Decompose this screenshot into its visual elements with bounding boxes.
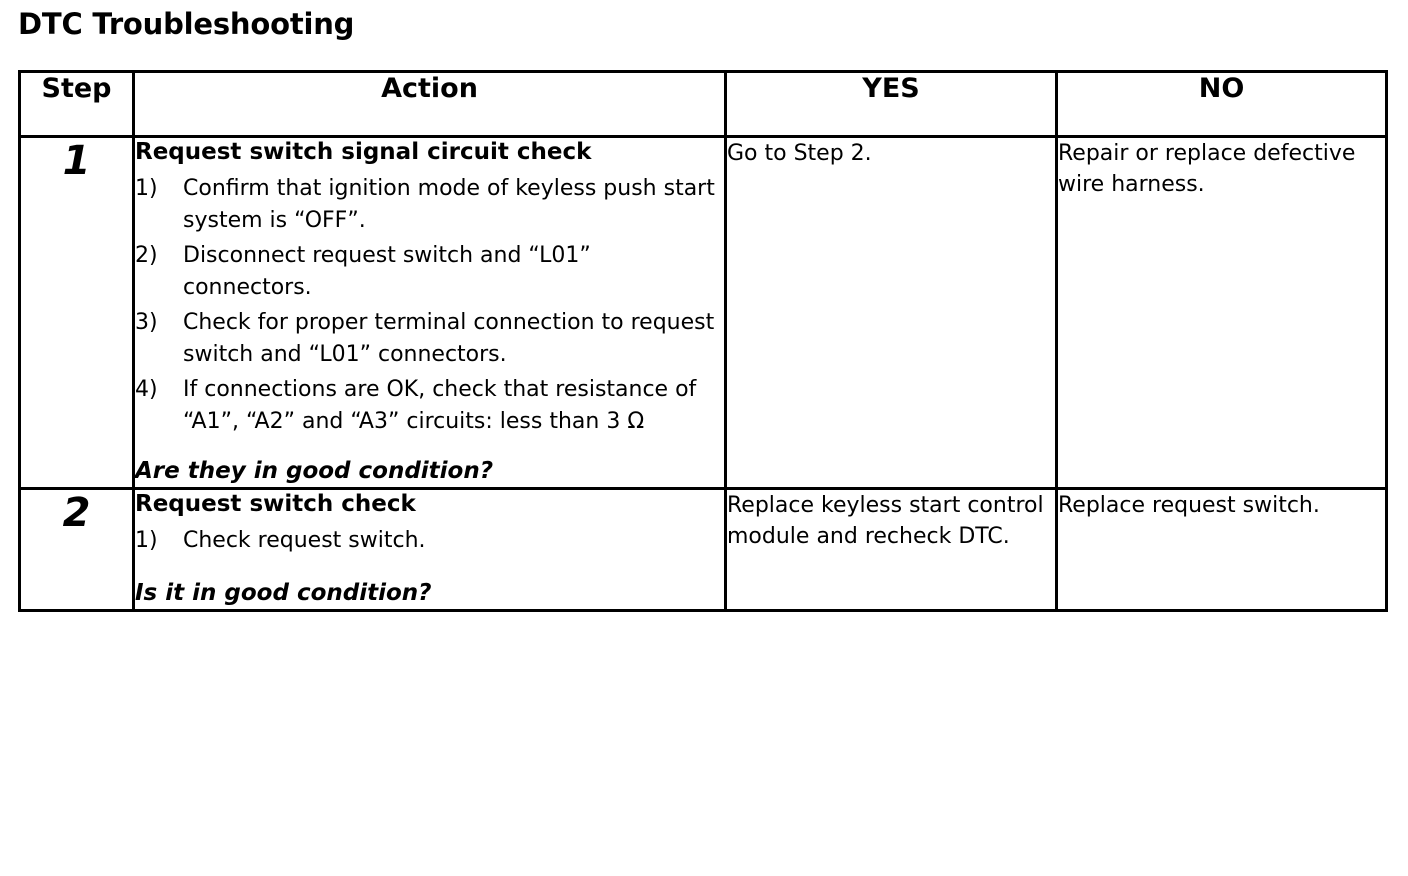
action-question: Are they in good condition? [135,458,494,485]
column-header-no: NO [1055,70,1388,138]
table-header: Step Action YES NO [18,70,1388,138]
list-item-text: Check request switch. [183,528,426,554]
action-heading: Request switch signal circuit check [135,139,592,165]
column-header-step: Step [18,70,135,138]
column-header-yes: YES [724,70,1058,138]
list-item-marker: 1) [135,176,158,202]
step-number: 2 [18,486,135,612]
step-number: 1 [18,135,135,490]
list-item: 4) If connections are OK, check that res… [135,374,724,437]
list-item-text: Confirm that ignition mode of keyless pu… [183,176,715,233]
page-title: DTC Troubleshooting [18,7,355,41]
action-cell: Request switch signal circuit check 1) C… [132,135,727,490]
action-cell: Request switch check 1) Check request sw… [132,486,727,612]
action-step-list: 1) Check request switch. [135,525,724,556]
list-item: 1) Check request switch. [135,525,724,556]
no-cell: Replace request switch. [1055,486,1388,612]
list-item-text: Check for proper terminal connection to … [183,310,715,367]
table-row: 2 Request switch check 1) Check request … [18,486,1388,612]
action-step-list: 1) Confirm that ignition mode of keyless… [135,173,724,437]
table-body: 1 Request switch signal circuit check 1)… [18,135,1388,612]
list-item-marker: 1) [135,528,158,554]
list-item: 1) Confirm that ignition mode of keyless… [135,173,724,236]
list-item-marker: 3) [135,310,158,336]
yes-cell: Go to Step 2. [724,135,1058,490]
table-row: 1 Request switch signal circuit check 1)… [18,135,1388,490]
list-item-marker: 4) [135,377,158,403]
list-item-text: Disconnect request switch and “L01” conn… [183,243,591,300]
table-header-row: Step Action YES NO [18,70,1388,138]
no-cell: Repair or replace defective wire harness… [1055,135,1388,490]
column-header-action: Action [132,70,727,138]
list-item-text: If connections are OK, check that resist… [183,377,697,434]
list-item: 2) Disconnect request switch and “L01” c… [135,240,724,303]
dtc-troubleshooting-table: Step Action YES NO 1 Request switch sign… [18,70,1388,612]
list-item: 3) Check for proper terminal connection … [135,307,724,370]
yes-cell: Replace keyless start control module and… [724,486,1058,612]
list-item-marker: 2) [135,243,158,269]
action-heading: Request switch check [135,490,416,517]
action-question: Is it in good condition? [135,579,432,606]
